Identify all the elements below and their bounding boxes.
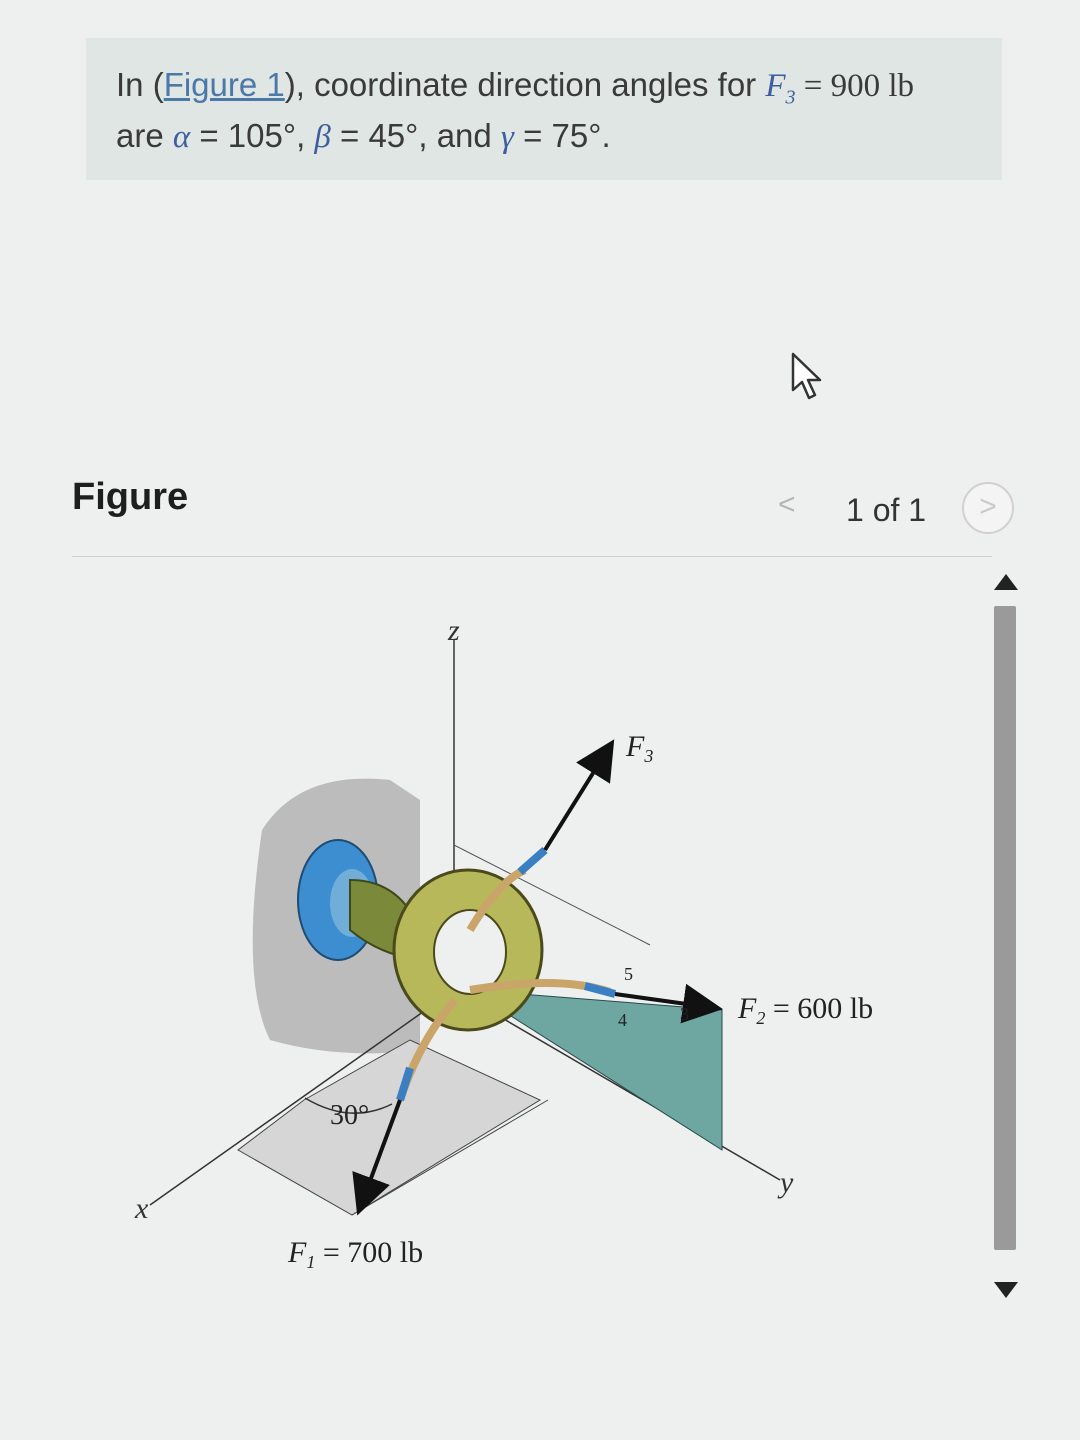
rope-f1-blue xyxy=(396,1066,414,1102)
slope-label-4: 4 xyxy=(618,1010,627,1030)
beta-value: = 45°, and xyxy=(330,116,501,154)
y-axis-label: y xyxy=(777,1166,794,1199)
force-f3-symbol: F xyxy=(765,68,786,104)
figure-page-count: 1 of 1 xyxy=(846,492,927,528)
x-axis-label: x xyxy=(134,1192,149,1225)
eyebolt-ring-hole xyxy=(433,909,507,995)
f1-arrow xyxy=(352,1099,402,1216)
alpha-symbol: α xyxy=(172,118,191,155)
scroll-down-arrow-icon[interactable] xyxy=(994,1282,1018,1298)
figure-heading: Figure xyxy=(72,476,189,518)
problem-statement-box xyxy=(86,38,1002,180)
problem-text-prefix: In ( xyxy=(116,66,164,103)
f2-label: F2 = 600 lb xyxy=(737,992,873,1028)
next-figure-button[interactable]: > xyxy=(962,482,1014,534)
previous-figure-button[interactable]: < xyxy=(778,488,796,521)
gamma-symbol: γ xyxy=(500,118,514,155)
scroll-up-arrow-icon[interactable] xyxy=(994,574,1018,590)
figure-1-link[interactable]: Figure 1 xyxy=(163,66,285,103)
angle-label: 30° xyxy=(330,1100,369,1131)
force-f3-subscript: 3 xyxy=(785,86,796,109)
rope-f3 xyxy=(466,866,527,933)
scrollbar-thumb[interactable] xyxy=(994,606,1016,1250)
problem-statement: In (Figure 1), coordinate direction angl… xyxy=(116,66,976,156)
f2-arrow xyxy=(614,983,723,1024)
figure-viewer xyxy=(72,556,992,1317)
x-axis-line xyxy=(149,989,455,1206)
figure-pager: < 1 of 1 > xyxy=(760,482,1020,534)
mouse-pointer-icon xyxy=(791,352,822,400)
f2-slope-triangle xyxy=(469,989,723,1151)
rope-f3-blue xyxy=(517,846,548,876)
alpha-value: = 105°, xyxy=(190,116,315,154)
z-axis-label: z xyxy=(447,614,460,647)
figure-scrollbar[interactable] xyxy=(982,570,1038,1312)
y-axis-line xyxy=(453,989,781,1181)
problem-text-are: are xyxy=(116,116,173,154)
angle-arc xyxy=(304,1097,393,1114)
f3-arrow xyxy=(543,739,615,852)
f3-label: F3 xyxy=(625,730,653,766)
force-f3-value: = 900 lb xyxy=(795,68,915,104)
f3-construction-line xyxy=(453,844,651,946)
beta-symbol: β xyxy=(314,118,331,155)
slope-label-3: 3 xyxy=(680,1004,689,1024)
slope-label-5: 5 xyxy=(624,964,633,984)
problem-text-middle: ), coordinate direction angles for xyxy=(284,66,766,103)
gamma-value: = 75°. xyxy=(513,116,611,154)
rope-f2-blue xyxy=(583,982,617,998)
f1-label: F1 = 700 lb xyxy=(287,1236,423,1272)
